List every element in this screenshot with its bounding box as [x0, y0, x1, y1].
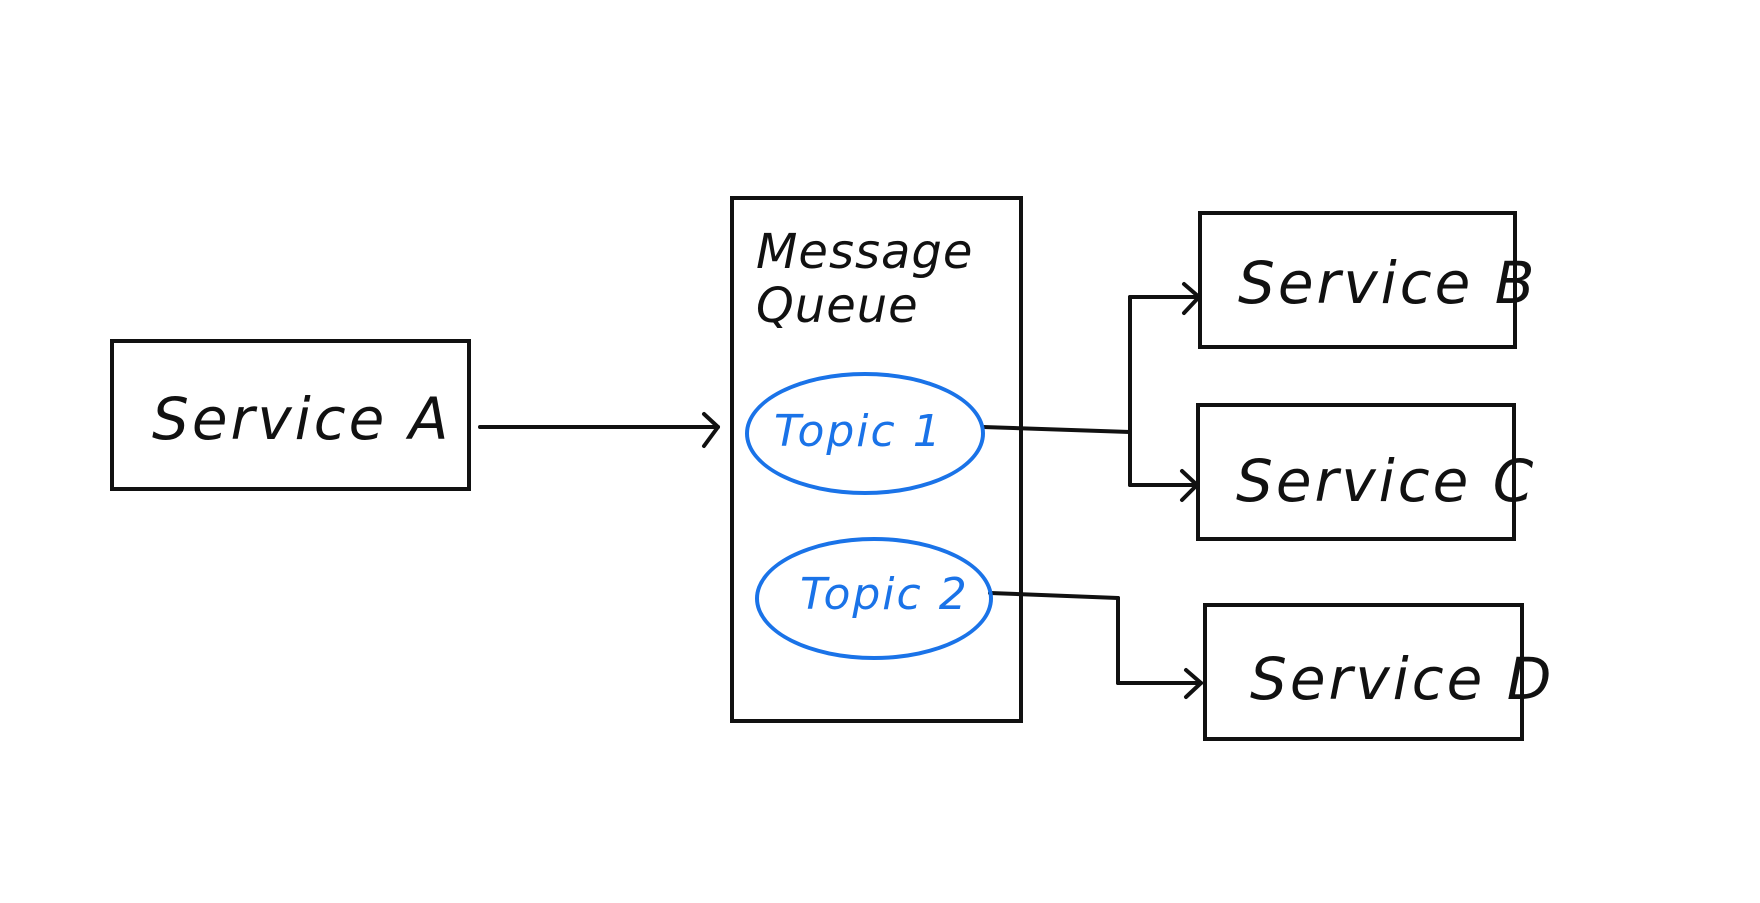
topic-1-label: Topic 1 — [774, 406, 943, 457]
service-a-label: Service A — [152, 385, 452, 453]
line-topic-2-to-junction — [988, 591, 1120, 600]
service-c-box — [1196, 403, 1516, 541]
arrowhead-topic-1 — [702, 412, 720, 448]
service-d-box — [1203, 603, 1524, 741]
line-topic-1-to-junction — [981, 425, 1132, 434]
topic-1-ellipse — [745, 372, 985, 495]
topic-2-ellipse — [755, 537, 993, 660]
topic-2-label: Topic 2 — [800, 569, 969, 620]
service-b-box — [1198, 211, 1517, 349]
service-a-box — [110, 339, 471, 491]
service-c-label: Service C — [1236, 447, 1537, 515]
message-queue-box — [730, 196, 1023, 723]
service-b-label: Service B — [1238, 249, 1538, 317]
service-d-label: Service D — [1250, 645, 1555, 713]
arrowhead-service-d — [1184, 668, 1203, 699]
message-queue-label: Message Queue — [756, 224, 974, 334]
